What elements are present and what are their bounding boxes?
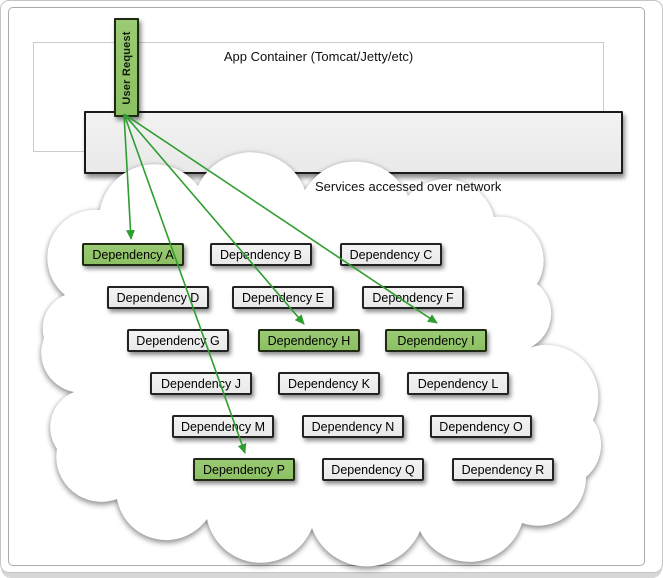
dependency-label-i: Dependency I bbox=[397, 333, 475, 348]
dependency-label-f: Dependency F bbox=[372, 290, 454, 305]
user-request-label: User Request bbox=[120, 30, 133, 105]
dependency-label-g: Dependency G bbox=[136, 333, 220, 348]
dependency-label-m: Dependency M bbox=[180, 419, 266, 434]
dependency-box-d: Dependency D bbox=[107, 286, 209, 309]
dependency-box-q: Dependency Q bbox=[322, 458, 424, 481]
dependency-label-r: Dependency R bbox=[461, 462, 545, 477]
dependency-box-e: Dependency E bbox=[232, 286, 334, 309]
dependency-box-o: Dependency O bbox=[430, 415, 532, 438]
dependency-box-g: Dependency G bbox=[127, 329, 229, 352]
app-container-title: App Container (Tomcat/Jetty/etc) bbox=[223, 49, 414, 64]
dependency-box-p: Dependency P bbox=[193, 458, 295, 481]
dependency-box-m: Dependency M bbox=[172, 415, 274, 438]
dependency-label-j: Dependency J bbox=[161, 376, 241, 391]
dependency-label-n: Dependency N bbox=[311, 419, 395, 434]
dependency-label-o: Dependency O bbox=[439, 419, 523, 434]
dependency-label-h: Dependency H bbox=[267, 333, 351, 348]
dependency-label-d: Dependency D bbox=[116, 290, 200, 305]
dependency-box-r: Dependency R bbox=[452, 458, 554, 481]
dependency-label-q: Dependency Q bbox=[331, 462, 415, 477]
dependency-label-c: Dependency C bbox=[349, 247, 433, 262]
dependency-box-h: Dependency H bbox=[258, 329, 360, 352]
network-label: Services accessed over network bbox=[315, 179, 502, 194]
dependency-label-l: Dependency L bbox=[417, 376, 499, 391]
dependency-box-c: Dependency C bbox=[340, 243, 442, 266]
dependency-box-f: Dependency F bbox=[362, 286, 464, 309]
dependency-label-p: Dependency P bbox=[202, 462, 285, 477]
dependency-box-j: Dependency J bbox=[150, 372, 252, 395]
dependency-box-i: Dependency I bbox=[385, 329, 487, 352]
dependency-label-b: Dependency B bbox=[219, 247, 302, 262]
dependency-box-k: Dependency K bbox=[278, 372, 380, 395]
dependency-box-b: Dependency B bbox=[210, 243, 312, 266]
dependency-label-a: Dependency A bbox=[92, 247, 174, 262]
dependency-label-k: Dependency K bbox=[287, 376, 370, 391]
user-request-box: User Request bbox=[114, 18, 139, 117]
dependency-box-l: Dependency L bbox=[407, 372, 509, 395]
dependency-box-n: Dependency N bbox=[302, 415, 404, 438]
dependency-box-a: Dependency A bbox=[82, 243, 184, 266]
dependency-label-e: Dependency E bbox=[241, 290, 324, 305]
